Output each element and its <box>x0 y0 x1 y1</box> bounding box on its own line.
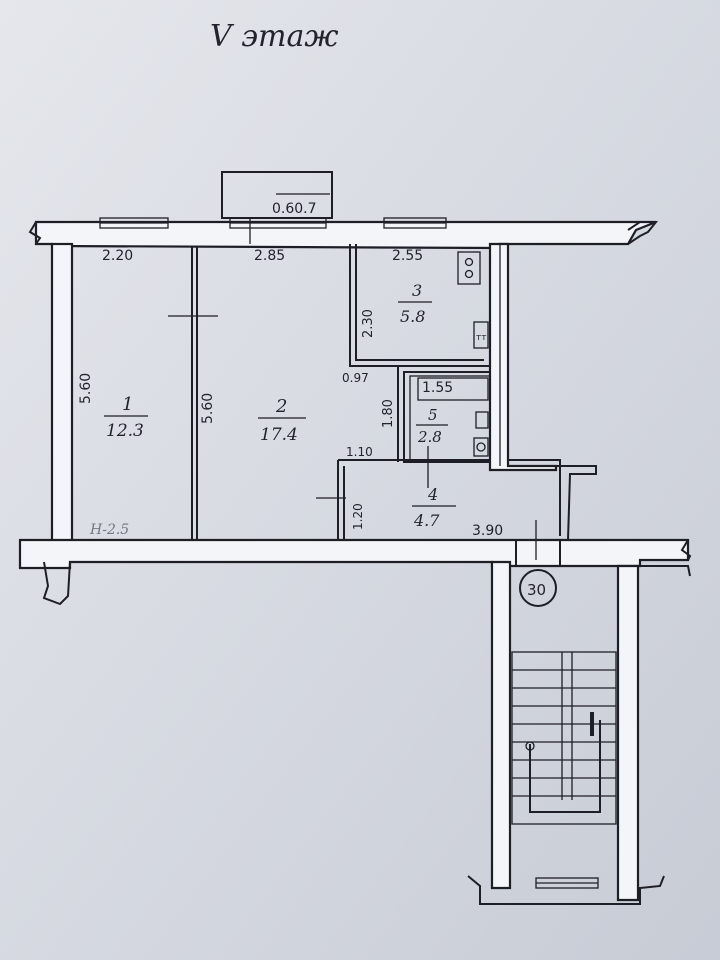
room-1-number: 1 <box>122 394 133 415</box>
stove-burner-1 <box>464 257 474 267</box>
left-wall <box>50 242 74 544</box>
stair-bottom <box>467 875 665 905</box>
room-2-number: 2 <box>275 396 287 417</box>
right-apartment-wall <box>488 242 558 472</box>
toilet <box>473 437 489 457</box>
stair-direction-arrow <box>529 720 601 813</box>
room-labels: 1 12.3 2 17.4 3 5.8 4 4.7 5 2.8 <box>104 281 456 530</box>
exterior-walls <box>18 217 692 606</box>
kitchen-fixtures: тт <box>457 251 489 349</box>
dim-room2-width: 2.85 <box>254 248 285 264</box>
dim-room1-width: 2.20 <box>102 248 133 264</box>
stair-start-dot <box>525 741 535 751</box>
balcony-label: 0.60.7 <box>272 201 317 217</box>
room-3-number: 3 <box>412 281 422 300</box>
right-break-top <box>627 221 659 245</box>
room-3-area: 5.8 <box>400 307 425 326</box>
left-break-top <box>28 221 42 245</box>
bathtub <box>417 377 489 401</box>
apartment-number: 30 <box>527 581 546 599</box>
dim-corridor-length: 3.90 <box>472 523 503 539</box>
dim-bath-width: 1.55 <box>422 380 453 396</box>
apartment-number-circle <box>519 569 557 607</box>
dimension-labels: 2.20 2.85 2.55 5.60 5.60 2.30 0.97 1.55 … <box>78 248 503 539</box>
sink-mark: тт <box>476 333 487 343</box>
top-wall <box>34 220 657 250</box>
dim-room1-length: 5.60 <box>78 373 94 404</box>
left-break-bottom <box>42 561 71 606</box>
floor-label: V этаж <box>210 19 338 54</box>
toilet-bowl <box>476 442 486 452</box>
washbasin <box>475 411 489 429</box>
stair-flight-frame <box>511 651 617 825</box>
room-5-number: 5 <box>428 406 438 424</box>
room-4-number: 4 <box>427 485 438 504</box>
room-4-area: 4.7 <box>413 511 440 530</box>
kitchen-sink <box>473 321 489 349</box>
corridor-right <box>556 465 597 541</box>
dim-corridor-depth: 1.20 <box>351 503 365 530</box>
room-2-area: 17.4 <box>260 425 298 445</box>
dim-room3-depth: 2.30 <box>361 309 376 338</box>
bathroom-fixtures <box>417 377 489 457</box>
partitions <box>191 242 597 541</box>
door-marks <box>168 315 537 560</box>
dim-bath-depth: 1.80 <box>381 399 396 428</box>
stove-burner-2 <box>464 269 474 279</box>
corridor-walls <box>337 459 561 540</box>
stove <box>457 251 481 285</box>
dim-room3-width: 2.55 <box>392 248 423 264</box>
dim-hall-gap: 0.97 <box>342 371 369 385</box>
stair-wall-left <box>490 560 512 890</box>
stairwell: 30 <box>467 540 691 905</box>
stair-wall-right <box>616 564 640 902</box>
kitchen-inner <box>355 244 484 361</box>
right-break-slab <box>680 539 692 561</box>
room-1-area: 12.3 <box>106 421 144 441</box>
dim-room2-length: 5.60 <box>200 393 216 424</box>
stair-wall-right-cap <box>638 565 691 577</box>
room-5-area: 2.8 <box>417 428 442 446</box>
dim-corridor-width: 1.10 <box>346 445 373 459</box>
entry-door <box>515 540 561 566</box>
height-mark: Н-2.5 <box>89 522 129 538</box>
